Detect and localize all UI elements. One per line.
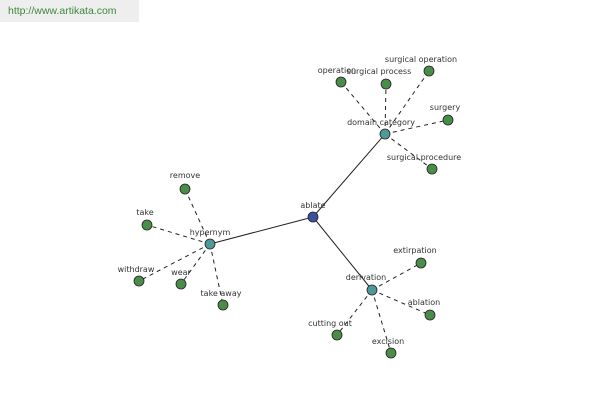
word-remove-label[interactable]: remove: [170, 171, 200, 180]
word-withdraw-node[interactable]: [133, 275, 145, 287]
category-domain-category-node[interactable]: [379, 128, 391, 140]
word-surgery-node[interactable]: [442, 114, 454, 126]
word-extirpation-node[interactable]: [415, 257, 427, 269]
word-surgical-operation-label[interactable]: surgical operation: [385, 55, 457, 64]
graph-nodes: [133, 65, 454, 359]
graph-edges: [138, 70, 449, 354]
word-cutting-out-label[interactable]: cutting out: [308, 319, 352, 328]
word-excision-node[interactable]: [385, 347, 397, 359]
word-withdraw-label[interactable]: withdraw: [118, 265, 155, 274]
edge-hypernym-withdraw: [138, 243, 211, 282]
edge-derivation-cutting-out: [336, 289, 373, 336]
edge-hypernym-remove: [184, 188, 211, 245]
category-domain-category-label[interactable]: domain category: [347, 118, 415, 127]
edge-derivation-ablation: [371, 289, 431, 316]
edge-derivation-excision: [371, 289, 392, 354]
edge-domain-category-operation: [340, 81, 386, 135]
word-take-label[interactable]: take: [136, 208, 153, 217]
word-operation-node[interactable]: [335, 76, 347, 88]
word-take-node[interactable]: [141, 219, 153, 231]
word-wear-node[interactable]: [175, 278, 187, 290]
word-cutting-out-node[interactable]: [331, 329, 343, 341]
word-surgical-operation-node[interactable]: [423, 65, 435, 77]
category-derivation-node[interactable]: [366, 284, 378, 296]
watermark-url[interactable]: http://www.artikata.com: [8, 5, 117, 17]
word-take-away-node[interactable]: [217, 299, 229, 311]
word-surgical-process-node[interactable]: [380, 78, 392, 90]
word-surgical-process-label[interactable]: surgical process: [347, 67, 412, 76]
category-hypernym-node[interactable]: [204, 238, 216, 250]
word-excision-label[interactable]: excision: [372, 337, 404, 346]
edge-ablate-derivation: [312, 216, 373, 291]
category-derivation-label[interactable]: derivation: [346, 273, 386, 282]
word-extirpation-label[interactable]: extirpation: [393, 246, 436, 255]
word-operation-label[interactable]: operation: [318, 66, 356, 75]
root-ablate-node[interactable]: [307, 211, 319, 223]
word-remove-node[interactable]: [179, 183, 191, 195]
word-wear-label[interactable]: wear: [171, 268, 191, 277]
edge-hypernym-take: [146, 224, 211, 245]
word-surgical-procedure-label[interactable]: surgical procedure: [387, 153, 461, 162]
edge-hypernym-take-away: [209, 243, 224, 306]
edge-ablate-domain-category: [312, 133, 386, 218]
edge-domain-category-surgical-procedure: [384, 133, 433, 170]
graph-labels: hypernym remove take withdraw wear take away d…: [118, 55, 462, 346]
edge-domain-category-surgical-operation: [384, 70, 430, 135]
edge-domain-category-surgery: [384, 119, 449, 135]
edge-ablate-hypernym: [209, 216, 314, 245]
category-hypernym-label[interactable]: hypernym: [190, 228, 231, 237]
edge-hypernym-wear: [180, 243, 211, 285]
word-ablation-label[interactable]: ablation: [408, 298, 440, 307]
word-ablation-node[interactable]: [424, 309, 436, 321]
edge-domain-category-surgical-process: [384, 83, 387, 135]
edge-derivation-extirpation: [371, 262, 422, 291]
word-take-away-label[interactable]: take away: [201, 289, 242, 298]
watermark-banner: http://www.artikata.com: [0, 0, 139, 22]
word-surgery-label[interactable]: surgery: [430, 103, 461, 112]
root-ablate-label[interactable]: ablate: [300, 201, 325, 210]
word-surgical-procedure-node[interactable]: [426, 163, 438, 175]
